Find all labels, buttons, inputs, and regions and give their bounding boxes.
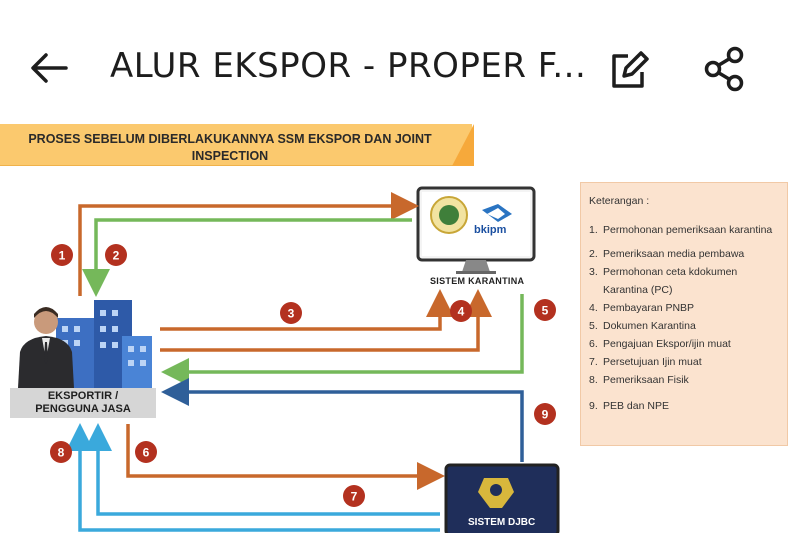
page-title: ALUR EKSPOR - PROPER F... xyxy=(110,46,587,86)
step-badge-6: 6 xyxy=(135,441,157,463)
arrow-8 xyxy=(66,423,440,532)
arrow-1 xyxy=(78,192,419,296)
legend-item: 2.Pemeriksaan media pembawa xyxy=(589,248,745,260)
monitor-karantina-icon xyxy=(416,186,536,274)
banner-title-line2: INSPECTION xyxy=(191,149,269,163)
back-button[interactable] xyxy=(26,48,74,88)
banner-title: PROSES SEBELUM DIBERLAKUKANNYA SSM EKSPO… xyxy=(10,131,450,165)
legend-title: Keterangan : xyxy=(589,195,650,207)
sistem-djbc-label: SISTEM DJBC xyxy=(468,517,536,528)
svg-text:1: 1 xyxy=(59,249,66,263)
svg-text:4: 4 xyxy=(458,305,465,319)
arrow-3 xyxy=(160,289,454,331)
arrow-left-icon xyxy=(31,53,68,83)
legend-item: 6.Pengajuan Ekspor/ijin muat xyxy=(589,338,731,350)
svg-text:5: 5 xyxy=(542,304,549,318)
legend-item: Karantina (PC) xyxy=(603,284,673,296)
section-banner xyxy=(0,124,472,166)
arrow-5 xyxy=(161,294,524,386)
legend-item: 8.Pemeriksaan Fisik xyxy=(589,374,689,386)
arrow-4 xyxy=(160,289,492,352)
exporter-label: EKSPORTIR / PENGGUNA JASA xyxy=(10,388,156,418)
exporter-person-icon xyxy=(18,307,74,388)
svg-text:6: 6 xyxy=(143,446,150,460)
step-badge-9: 9 xyxy=(534,403,556,425)
legend-item: 4.Pembayaran PNBP xyxy=(589,302,695,314)
svg-text:9: 9 xyxy=(542,408,549,422)
svg-text:7: 7 xyxy=(351,490,358,504)
legend-item: 5.Dokumen Karantina xyxy=(589,320,696,332)
step-badge-4: 4 xyxy=(450,300,472,322)
legend-box: Keterangan : 1.Permohonan pemeriksaan ka… xyxy=(580,182,788,446)
monitor-djbc-icon xyxy=(444,463,560,533)
arrow-6-7 xyxy=(126,424,445,490)
exporter-label-line1: EKSPORTIR / xyxy=(47,390,119,402)
legend-item: 7.Persetujuan Ijin muat xyxy=(589,356,702,368)
legend-item: 1.Permohonan pemeriksaan karantina xyxy=(589,224,773,236)
edit-square-icon xyxy=(612,51,649,88)
edit-button[interactable] xyxy=(604,46,652,94)
svg-text:8: 8 xyxy=(58,446,65,460)
legend-item: 9.PEB dan NPE xyxy=(589,400,669,412)
banner-accent xyxy=(452,124,474,166)
step-badge-8: 8 xyxy=(50,441,72,463)
arrow-2 xyxy=(82,218,412,297)
svg-text:3: 3 xyxy=(288,307,295,321)
bkipm-logo-text: bkipm xyxy=(474,224,507,236)
legend-list: 1.Permohonan pemeriksaan karantina 2.Pem… xyxy=(589,221,783,415)
step-badge-2: 2 xyxy=(105,244,127,266)
sistem-karantina-label: SISTEM KARANTINA xyxy=(430,276,525,286)
share-icon xyxy=(704,46,744,92)
step-badge-7: 7 xyxy=(343,485,365,507)
step-badge-1: 1 xyxy=(51,244,73,266)
step-badge-3: 3 xyxy=(280,302,302,324)
exporter-label-line2: PENGGUNA JASA xyxy=(35,403,131,415)
legend-item: 3.Permohonan ceta kdokumen xyxy=(589,266,738,278)
svg-text:2: 2 xyxy=(113,249,120,263)
banner-title-line1: PROSES SEBELUM DIBERLAKUKANNYA SSM EKSPO… xyxy=(28,132,432,146)
app-bar xyxy=(0,0,800,120)
arrow-9 xyxy=(161,378,524,462)
share-button[interactable] xyxy=(700,44,750,94)
step-badge-5: 5 xyxy=(534,299,556,321)
